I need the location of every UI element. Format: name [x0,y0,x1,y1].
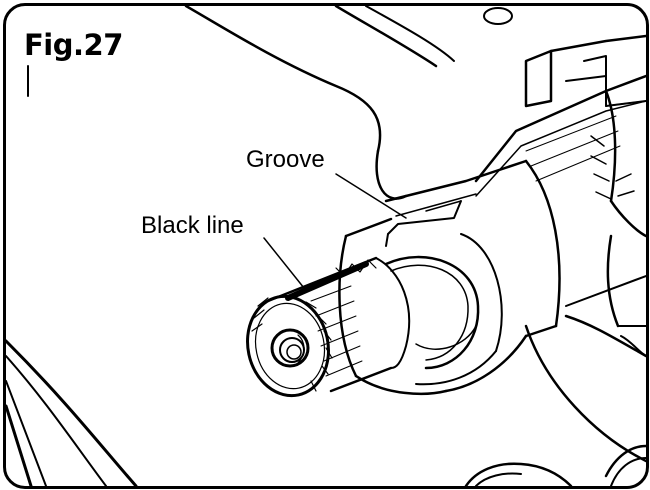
black-line-leader-line [263,237,305,289]
figure-frame: Fig.27 Groove Black line [3,3,649,489]
small-spline-shaft [246,256,411,398]
black-line-callout-label: Black line [141,212,244,239]
shaft-illustration [6,6,646,486]
collar [338,159,561,395]
leader-lines [263,173,407,289]
large-spline-shaft [474,74,646,328]
groove-leader-line [335,173,407,219]
figure-title: Fig.27 [24,28,123,62]
housing [6,6,646,486]
groove-callout-label: Groove [246,146,325,173]
